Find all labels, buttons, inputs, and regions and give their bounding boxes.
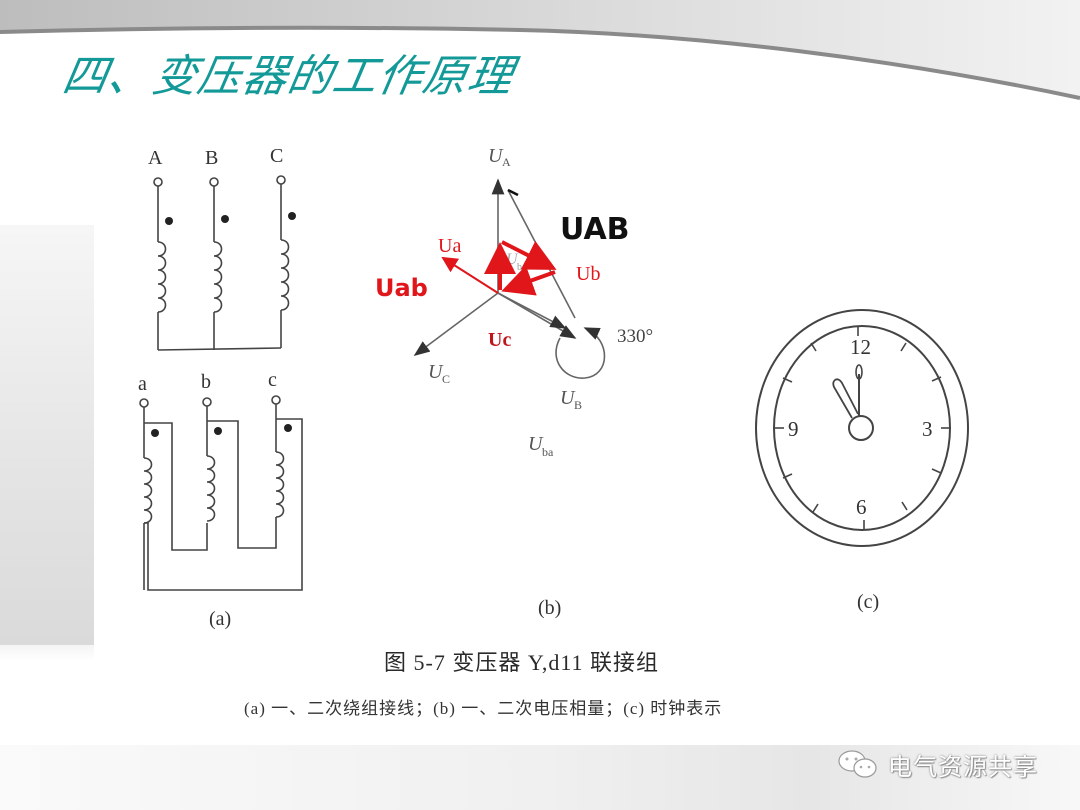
figure-caption: 图 5-7 变压器 Y,d11 联接组	[384, 650, 660, 675]
figure-subcaption: (a) 一、二次绕组接线；(b) 一、二次电压相量；(c) 时钟表示	[244, 699, 723, 718]
svg-text:Uab: Uab	[375, 274, 428, 302]
svg-text:b: b	[201, 371, 211, 393]
svg-text:A: A	[148, 147, 163, 169]
footer-band	[0, 745, 1080, 810]
svg-text:Uc: Uc	[488, 329, 511, 351]
caption-c: (c)	[857, 591, 879, 613]
transformer-diagram: A B C a b c	[138, 145, 969, 630]
primary-windings: A B C	[148, 145, 296, 351]
phasor-diagram: U A U C U B U ba U ba 330° Ua Ub Uc Uab …	[375, 145, 653, 459]
svg-text:12: 12	[850, 335, 871, 359]
svg-text:ba: ba	[517, 262, 527, 273]
svg-text:U: U	[488, 145, 504, 167]
wechat-icon	[838, 749, 877, 778]
svg-text:U: U	[428, 361, 444, 383]
svg-text:C: C	[442, 372, 450, 386]
svg-text:ba: ba	[542, 445, 554, 459]
svg-text:B: B	[574, 398, 582, 412]
svg-text:A: A	[502, 155, 511, 169]
svg-text:3: 3	[922, 417, 933, 441]
watermark: 电气资源共享	[836, 747, 1038, 782]
caption-a: (a)	[209, 608, 231, 630]
header-swoosh	[0, 0, 1080, 100]
svg-text:6: 6	[856, 495, 867, 519]
svg-text:U: U	[560, 387, 576, 409]
svg-text:U: U	[528, 433, 544, 455]
svg-text:c: c	[268, 369, 277, 391]
svg-text:9: 9	[788, 417, 799, 441]
svg-text:C: C	[270, 145, 283, 167]
secondary-windings: a b c	[138, 369, 303, 591]
svg-text:B: B	[205, 147, 218, 169]
svg-text:Ua: Ua	[438, 235, 461, 257]
figure-5-7: A B C a b c	[100, 120, 1000, 745]
watermark-text: 电气资源共享	[888, 753, 1038, 781]
angle-label: 330°	[617, 326, 653, 347]
slide-title: 四、变压器的工作原理	[58, 51, 518, 102]
left-decorative-panel	[0, 225, 94, 661]
svg-text:UAB: UAB	[560, 212, 630, 247]
clock-diagram	[755, 309, 969, 547]
svg-text:Ub: Ub	[576, 263, 600, 285]
svg-text:a: a	[138, 373, 147, 395]
caption-b: (b)	[538, 597, 561, 619]
